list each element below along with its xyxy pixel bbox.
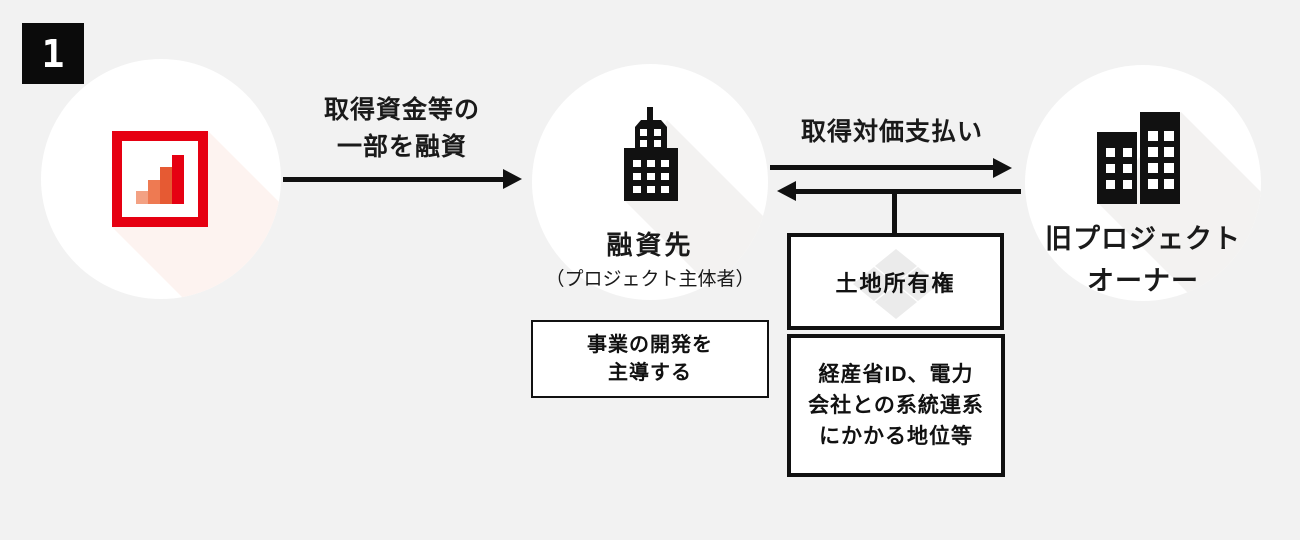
borrower-label: 融資先 xyxy=(606,230,694,260)
logo-bar-3 xyxy=(160,167,172,204)
former-owner-label-line1: 旧プロジェクト xyxy=(1045,224,1241,254)
loan-arrow-head-icon xyxy=(503,169,522,189)
logo-bar-1 xyxy=(136,191,148,204)
borrower-role-line1: 事業の開発を xyxy=(587,334,713,356)
loan-arrow-label-line1: 取得資金等の xyxy=(323,96,480,124)
borrower-role-line2: 主導する xyxy=(608,362,692,384)
office-building-icon xyxy=(624,107,678,201)
land-ownership-text: 土地所有権 xyxy=(835,270,956,296)
grid-rights-line1: 経産省ID、電力 xyxy=(818,363,974,386)
former-owner-node-circle xyxy=(1025,65,1261,301)
transfer-arrow-head-icon xyxy=(777,181,796,201)
twin-buildings-icon xyxy=(1097,112,1180,204)
borrower-role-note-box: 事業の開発を 主導する xyxy=(531,320,769,398)
step-number-badge: 1 xyxy=(22,23,84,84)
loan-arrow-line xyxy=(283,177,504,182)
growth-chart-logo-icon xyxy=(112,131,208,227)
payment-arrow-label: 取得対価支払い xyxy=(772,118,1012,146)
borrower-node-circle xyxy=(532,64,768,300)
loan-arrow-label: 取得資金等の 一部を融資 xyxy=(282,92,522,166)
borrower-sublabel: （プロジェクト主体者） xyxy=(545,269,755,290)
grid-rights-line3: にかかる地位等 xyxy=(819,425,973,448)
land-ownership-box: 土地所有権 xyxy=(787,233,1004,330)
loan-arrow-label-line2: 一部を融資 xyxy=(336,133,467,161)
payment-arrow-label-text: 取得対価支払い xyxy=(800,118,983,146)
transfer-arrow-line xyxy=(795,189,1021,194)
grid-rights-box: 経産省ID、電力 会社との系統連系 にかかる地位等 xyxy=(787,334,1005,477)
logo-bar-2 xyxy=(148,180,160,204)
step-number: 1 xyxy=(41,31,65,76)
grid-rights-line2: 会社との系統連系 xyxy=(808,394,984,417)
former-owner-label: 旧プロジェクト オーナー xyxy=(1018,218,1268,302)
former-owner-label-line2: オーナー xyxy=(1087,266,1199,296)
former-owner-long-shadow xyxy=(1098,112,1261,301)
payment-arrow-head-icon xyxy=(993,158,1012,178)
logo-bar-4 xyxy=(172,155,184,204)
payment-arrow-line xyxy=(770,165,994,170)
transfer-connector-line xyxy=(892,191,897,236)
